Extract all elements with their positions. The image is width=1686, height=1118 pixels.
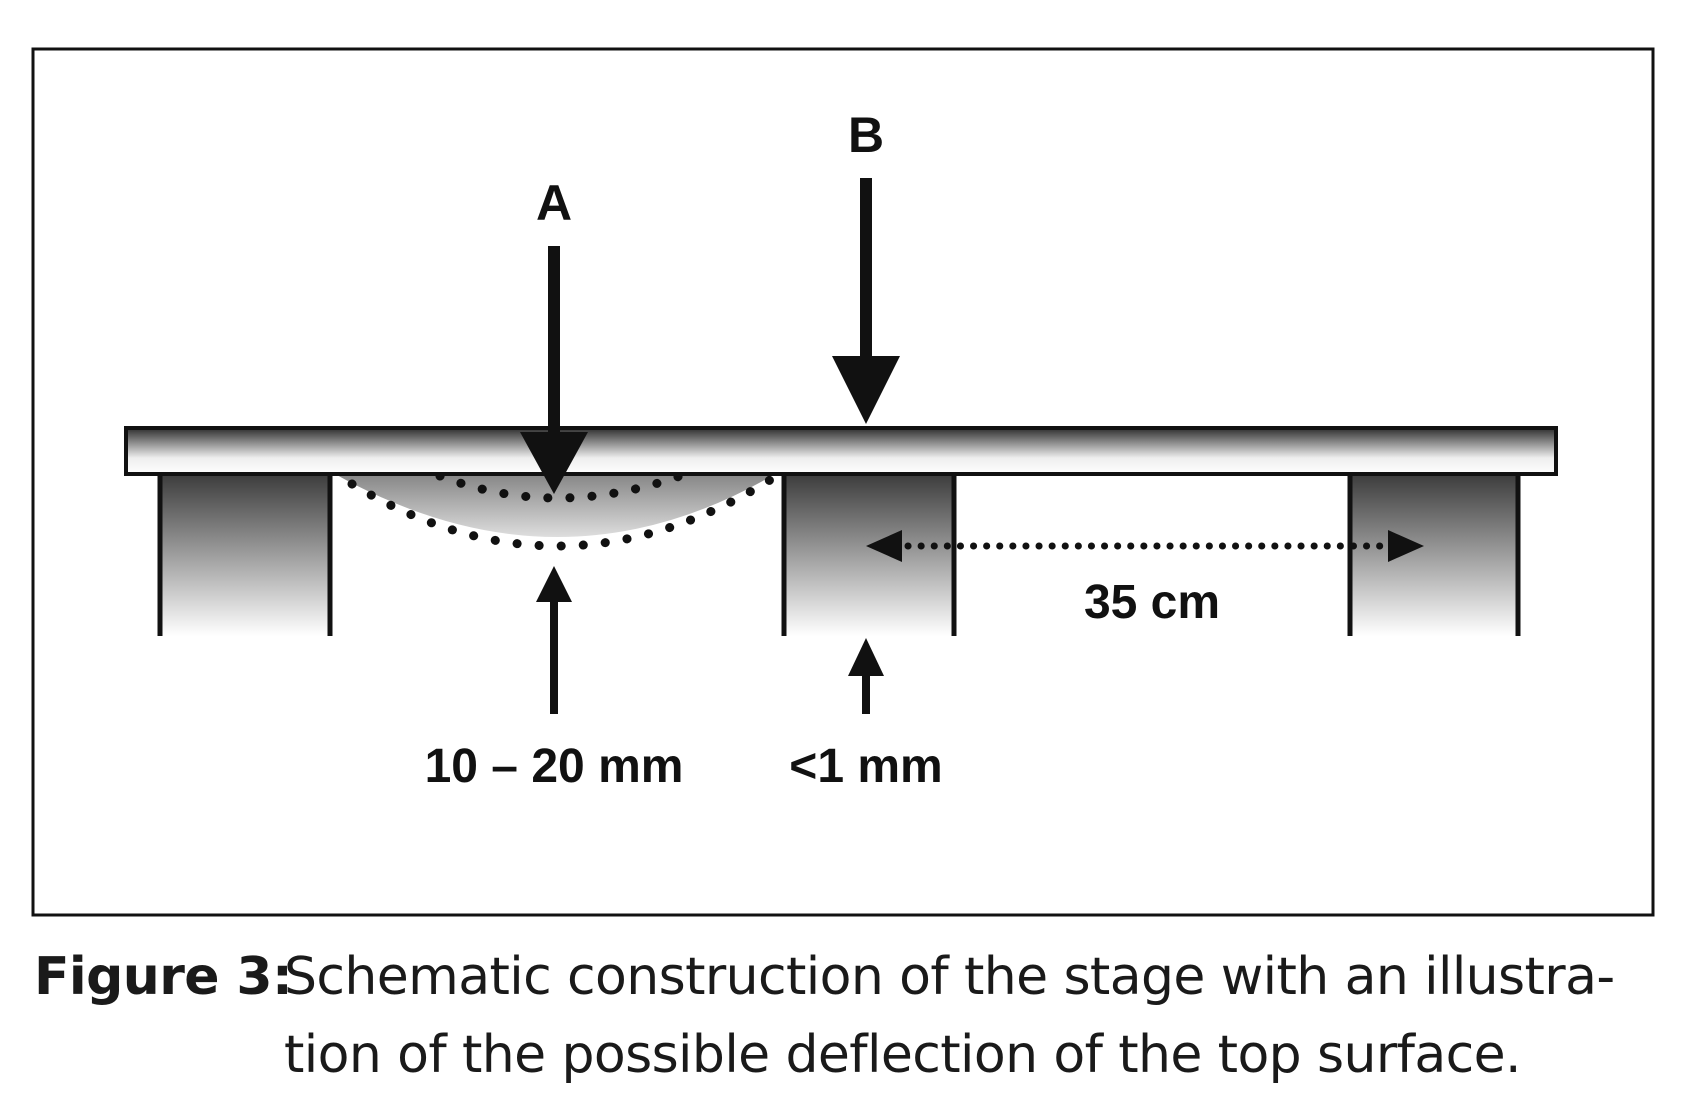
- stage-top-surface: [124, 426, 1558, 476]
- load-arrow-a: [520, 246, 588, 494]
- caption-label: Figure 3:: [34, 947, 293, 1007]
- stage-supports: [157, 474, 1521, 636]
- spacing-label: 35 cm: [1084, 576, 1220, 629]
- spacing-dimension-arrow: [866, 530, 1424, 562]
- support-leg-1: [160, 474, 330, 636]
- stage-diagram: A B 10 – 20 mm <1 mm 35 cm: [31, 47, 1655, 917]
- caption-text: Schematic construction of the stage with…: [284, 947, 1615, 1085]
- deflection-curve-large: [347, 475, 775, 551]
- deflection-label-b: <1 mm: [789, 740, 942, 793]
- label-a: A: [536, 175, 572, 231]
- load-arrow-b: [832, 178, 900, 424]
- deflection-arrow-b: [848, 638, 884, 714]
- label-b: B: [848, 107, 884, 163]
- deflection-label-a: 10 – 20 mm: [425, 740, 684, 793]
- deflection-arrow-a: [536, 566, 572, 714]
- figure-caption: Figure 3: Schematic construction of the …: [34, 938, 1654, 1094]
- support-leg-2: [784, 474, 954, 636]
- deflection-illustration: [335, 471, 775, 551]
- support-leg-3: [1350, 474, 1518, 636]
